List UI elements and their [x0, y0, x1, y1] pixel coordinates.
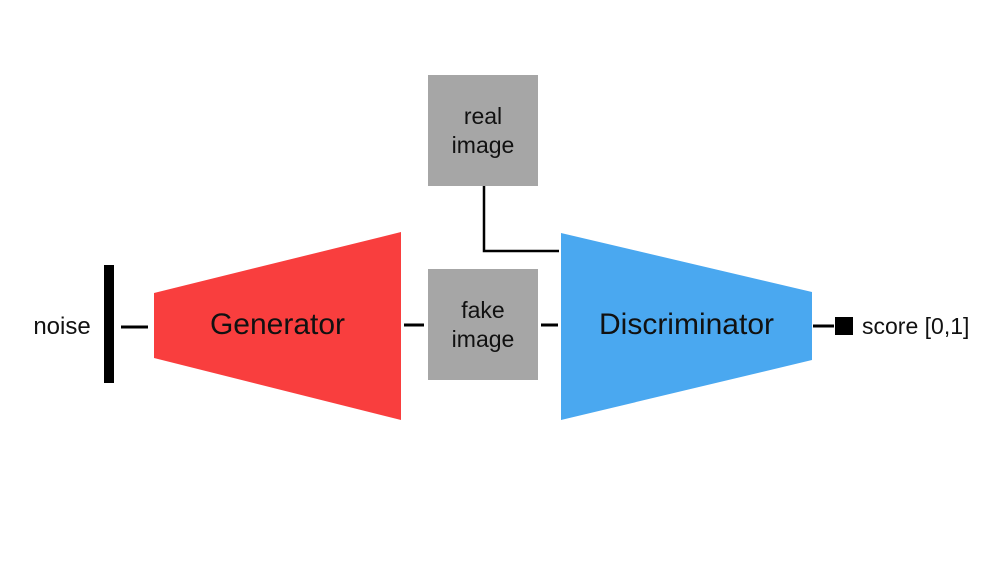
- discriminator-trapezoid: [561, 233, 812, 420]
- discriminator-label: Discriminator: [598, 308, 775, 341]
- score-output-square: [835, 317, 853, 335]
- generator-trapezoid: [154, 232, 401, 420]
- connector-real-image-discriminator: [482, 186, 559, 253]
- generator-label: Generator: [209, 308, 346, 341]
- noise-label: noise: [33, 313, 91, 340]
- real-image-label: real image: [451, 102, 515, 158]
- noise-input-bar: [104, 265, 114, 383]
- real-image-box: [428, 75, 538, 186]
- fake-image-box: [428, 269, 538, 380]
- fake-image-label: fake image: [451, 296, 515, 352]
- score-label: score [0,1]: [862, 313, 970, 339]
